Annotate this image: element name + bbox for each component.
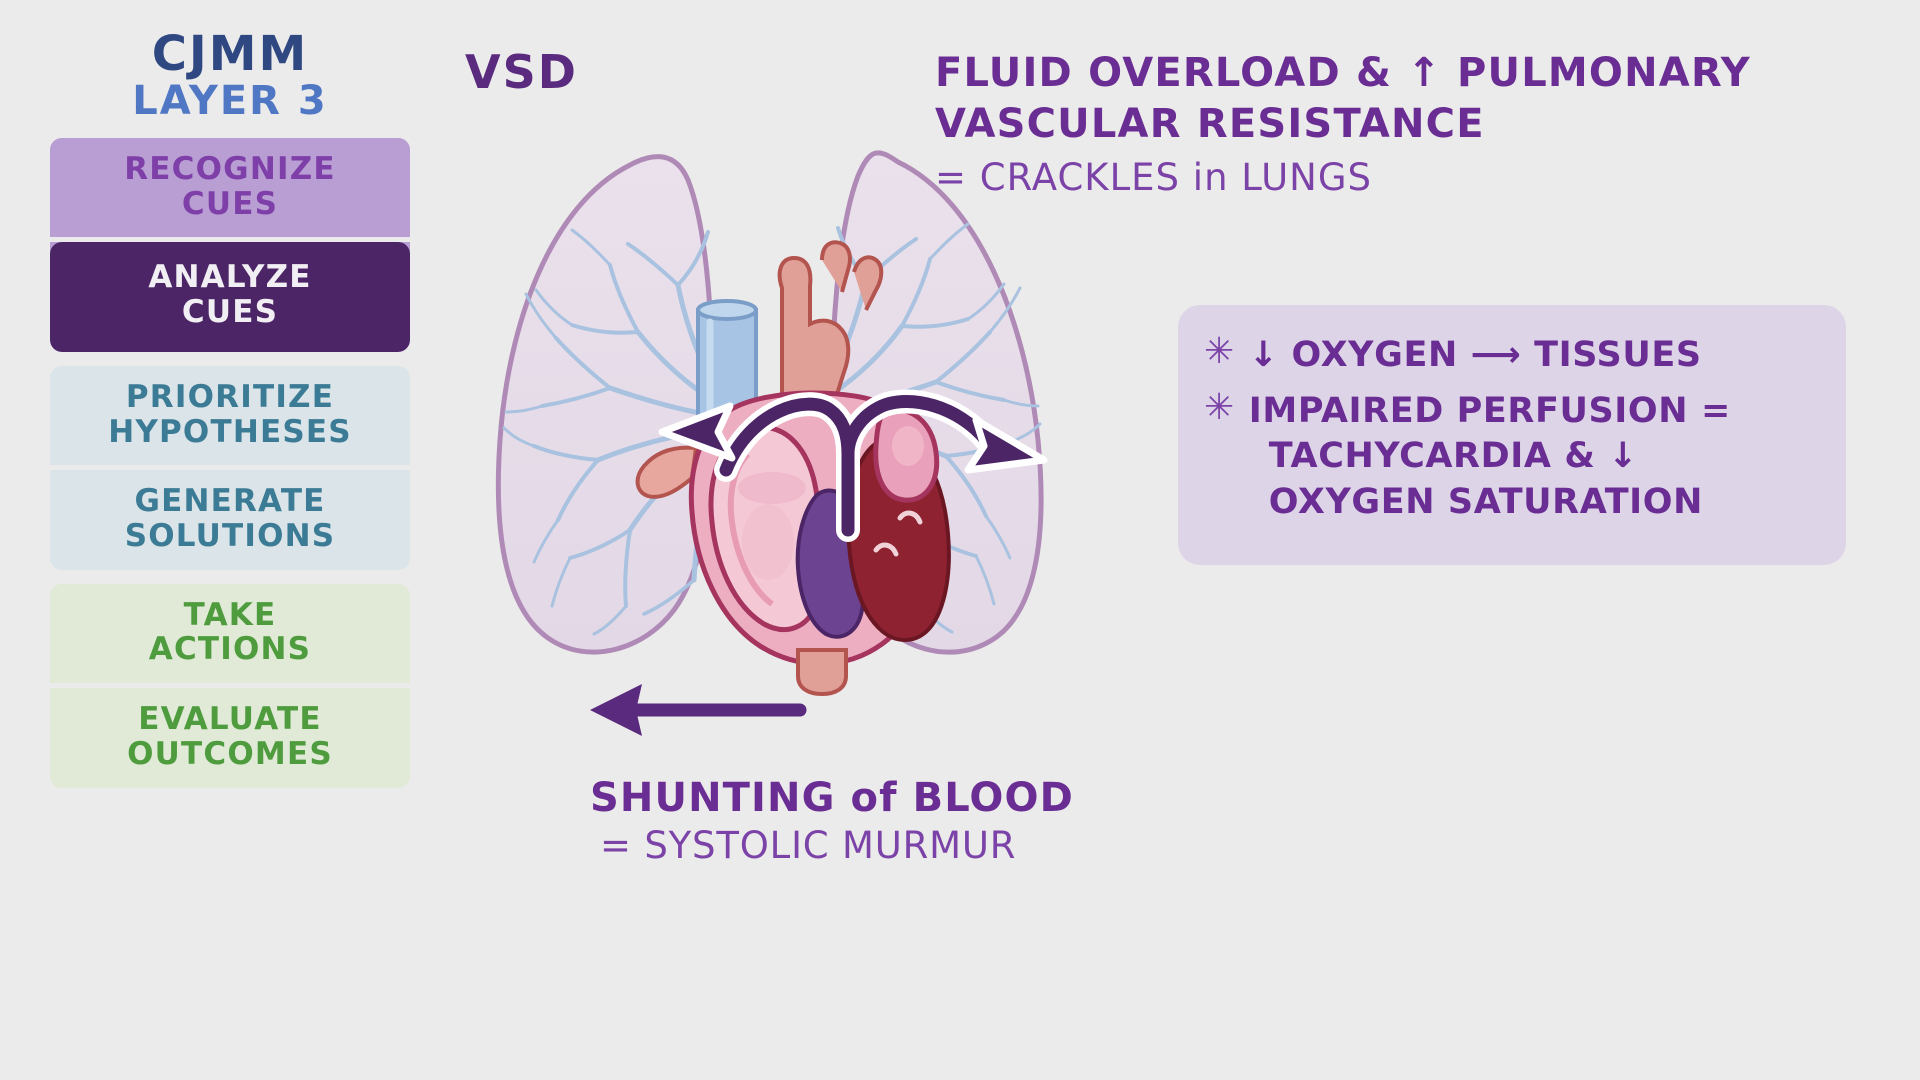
callout-bullet-oxygen-text: ↓ OXYGEN ⟶ TISSUES bbox=[1248, 335, 1702, 375]
sidebar-item-analyze-cues-line1: ANALYZE bbox=[148, 259, 312, 296]
sidebar-item-recognize-cues[interactable]: RECOGNIZE CUES bbox=[50, 138, 410, 238]
sidebar-item-prioritize-hypotheses-line1: PRIORITIZE bbox=[125, 378, 335, 415]
sidebar-item-generate-solutions-line1: GENERATE bbox=[134, 483, 326, 520]
sidebar-item-prioritize-hypotheses-line2: HYPOTHESES bbox=[108, 413, 352, 450]
sidebar-item-take-actions-line2: ACTIONS bbox=[148, 631, 312, 668]
pulmonary-artery-branch bbox=[635, 445, 699, 499]
caption-line-1-of: of bbox=[850, 775, 898, 821]
sidebar-item-generate-solutions-line2: SOLUTIONS bbox=[124, 518, 336, 555]
callout-bullet-perfusion-line3: OXYGEN SATURATION bbox=[1268, 481, 1704, 522]
cjmm-title-line1: CJMM bbox=[151, 26, 309, 82]
caption-line-1-post: BLOOD bbox=[897, 775, 1074, 821]
sidebar-divider bbox=[50, 237, 410, 243]
aortic-arch bbox=[777, 240, 884, 412]
heart bbox=[688, 390, 951, 697]
callout-bullet-perfusion: ✳ IMPAIRED PERFUSION = TACHYCARDIA & ↓ O… bbox=[1204, 386, 1820, 526]
left-lung bbox=[495, 154, 716, 655]
shunt-arrow-left-pulmonary bbox=[658, 402, 736, 462]
sidebar-item-generate-solutions[interactable]: GENERATE SOLUTIONS bbox=[50, 470, 410, 570]
callout-bullet-oxygen: ✳ ↓ OXYGEN ⟶ TISSUES bbox=[1204, 333, 1820, 379]
sidebar-item-take-actions[interactable]: TAKE ACTIONS bbox=[50, 583, 410, 684]
sidebar-group-actions-outcomes: TAKE ACTIONS EVALUATE OUTCOMES bbox=[50, 583, 410, 788]
sidebar-group-cues: RECOGNIZE CUES ANALYZE CUES bbox=[50, 138, 410, 352]
inferior-vena-cava bbox=[796, 648, 848, 697]
cjmm-title-line2: LAYER 3 bbox=[132, 78, 328, 124]
sidebar-item-prioritize-hypotheses[interactable]: PRIORITIZE HYPOTHESES bbox=[50, 365, 410, 466]
callout-bullet-perfusion-line1: IMPAIRED PERFUSION = bbox=[1248, 390, 1731, 431]
heading-line-1: FLUID OVERLOAD & ↑ PULMONARY bbox=[935, 50, 1751, 96]
sidebar-item-recognize-cues-line2: CUES bbox=[181, 185, 279, 222]
shunt-arrow-y bbox=[658, 389, 1048, 542]
sidebar-group-hypotheses-solutions: PRIORITIZE HYPOTHESES GENERATE SOLUTIONS bbox=[50, 365, 410, 570]
asterisk-icon: ✳ bbox=[1204, 331, 1235, 372]
heading-line-2: VASCULAR RESISTANCE bbox=[935, 101, 1485, 148]
caption-line-1: SHUNTING of BLOOD bbox=[590, 775, 1150, 821]
heart-and-lungs-illustration bbox=[430, 110, 1150, 750]
sidebar-item-analyze-cues[interactable]: ANALYZE CUES bbox=[50, 242, 410, 352]
sidebar-item-recognize-cues-line1: RECOGNIZE bbox=[124, 151, 336, 187]
caption-line-2: = SYSTOLIC MURMUR bbox=[600, 824, 1017, 867]
findings-callout-box: ✳ ↓ OXYGEN ⟶ TISSUES ✳ IMPAIRED PERFUSIO… bbox=[1178, 305, 1846, 565]
caption-line-1-pre: SHUNTING bbox=[590, 775, 851, 821]
callout-bullet-perfusion-line2: TACHYCARDIA & ↓ bbox=[1268, 436, 1639, 476]
pathophysiology-heading: FLUID OVERLOAD & ↑ PULMONARY VASCULAR RE… bbox=[935, 48, 1795, 202]
asterisk-icon: ✳ bbox=[1204, 386, 1235, 428]
sidebar-item-evaluate-outcomes-line1: EVALUATE bbox=[138, 701, 322, 738]
sidebar-divider bbox=[50, 683, 410, 689]
sidebar-divider bbox=[50, 465, 410, 471]
callout-bullet-perfusion-text: IMPAIRED PERFUSION = TACHYCARDIA & ↓ OXY… bbox=[1249, 389, 1820, 526]
cjmm-sidebar: CJMM LAYER 3 RECOGNIZE CUES ANALYZE CUES… bbox=[50, 30, 410, 788]
vsd-topic-label: VSD bbox=[465, 45, 578, 99]
cjmm-heading: CJMM LAYER 3 bbox=[50, 30, 410, 124]
shunt-arrow-bottom-left bbox=[590, 684, 807, 736]
shunting-caption: SHUNTING of BLOOD = SYSTOLIC MURMUR bbox=[590, 775, 1150, 867]
sidebar-item-take-actions-line1: TAKE bbox=[183, 596, 277, 633]
shunt-arrow-right-pulmonary bbox=[964, 416, 1048, 474]
heading-line-3: = CRACKLES in LUNGS bbox=[935, 156, 1372, 200]
sidebar-item-evaluate-outcomes-line2: OUTCOMES bbox=[127, 735, 333, 772]
sidebar-item-evaluate-outcomes[interactable]: EVALUATE OUTCOMES bbox=[50, 688, 410, 788]
sidebar-item-analyze-cues-line2: CUES bbox=[181, 294, 279, 331]
